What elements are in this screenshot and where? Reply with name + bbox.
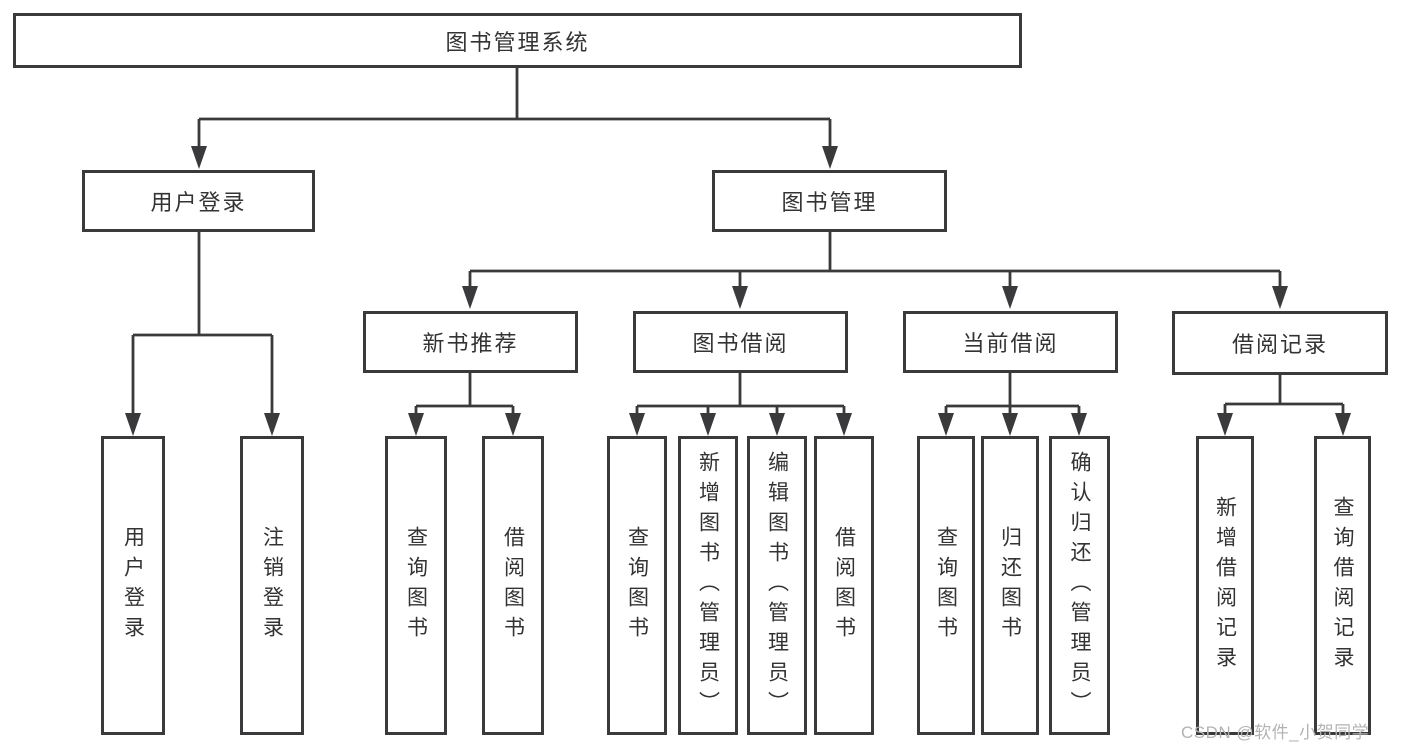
node-label: 查询借阅记录 [1331,495,1354,676]
node-leaf-borrow-books: 借阅图书 [482,436,544,735]
node-book-borrow: 图书借阅 [633,311,848,373]
node-leaf-query-books: 查询图书 [607,436,667,735]
node-user-login-group: 用户登录 [82,170,315,232]
node-current-borrow: 当前借阅 [903,311,1118,373]
connector-current-to-leaves [944,371,1081,415]
node-borrow-records: 借阅记录 [1172,311,1388,375]
node-label: 当前借阅 [962,331,1059,356]
node-leaf-logout: 注销登录 [240,436,304,735]
node-root: 图书管理系统 [13,13,1022,68]
node-leaf-confirm-return-admin: 确认归还（管理员） [1049,436,1110,735]
node-label: 确认归还（管理员） [1068,450,1091,721]
node-label: 图书借阅 [692,331,789,356]
node-label: 借阅记录 [1231,332,1328,357]
node-label: 图书管理系统 [445,29,590,55]
node-label: 编辑图书（管理员） [765,450,789,721]
connector-root-to-level2 [197,66,832,148]
node-leaf-query-books: 查询图书 [917,436,975,735]
node-leaf-add-borrow-record: 新增借阅记录 [1196,436,1254,735]
node-book-management: 图书管理 [712,170,947,232]
node-leaf-edit-books-admin: 编辑图书（管理员） [747,436,807,735]
node-label: 用户登录 [121,525,145,646]
node-label: 查询图书 [404,525,428,646]
connector-login-to-leaves [131,231,274,415]
connector-newbook-to-leaves [414,371,515,415]
connector-mgmt-to-level3 [468,231,1282,288]
node-label: 借阅图书 [832,525,856,646]
node-label: 查询图书 [625,525,649,646]
node-leaf-return-books: 归还图书 [981,436,1039,735]
node-label: 新增图书（管理员） [696,450,720,721]
node-label: 用户登录 [150,190,247,215]
node-label: 注销登录 [260,525,284,646]
node-label: 查询图书 [934,525,958,646]
node-leaf-query-borrow-record: 查询借阅记录 [1314,436,1371,735]
node-leaf-borrow-books: 借阅图书 [814,436,874,735]
connector-records-to-leaves [1223,373,1345,415]
csdn-watermark: CSDN @软件_小贺同学 [1181,723,1370,742]
node-leaf-user-login: 用户登录 [101,436,165,735]
node-label: 新书推荐 [422,331,519,356]
node-label: 借阅图书 [501,525,525,646]
node-label: 图书管理 [781,190,878,215]
node-leaf-add-books-admin: 新增图书（管理员） [678,436,738,735]
connector-borrow-to-leaves [635,371,846,415]
node-new-book-recommend: 新书推荐 [363,311,578,373]
node-label: 归还图书 [998,525,1022,646]
node-label: 新增借阅记录 [1213,495,1237,676]
arrowheads [125,146,1351,436]
node-leaf-query-books: 查询图书 [385,436,447,735]
